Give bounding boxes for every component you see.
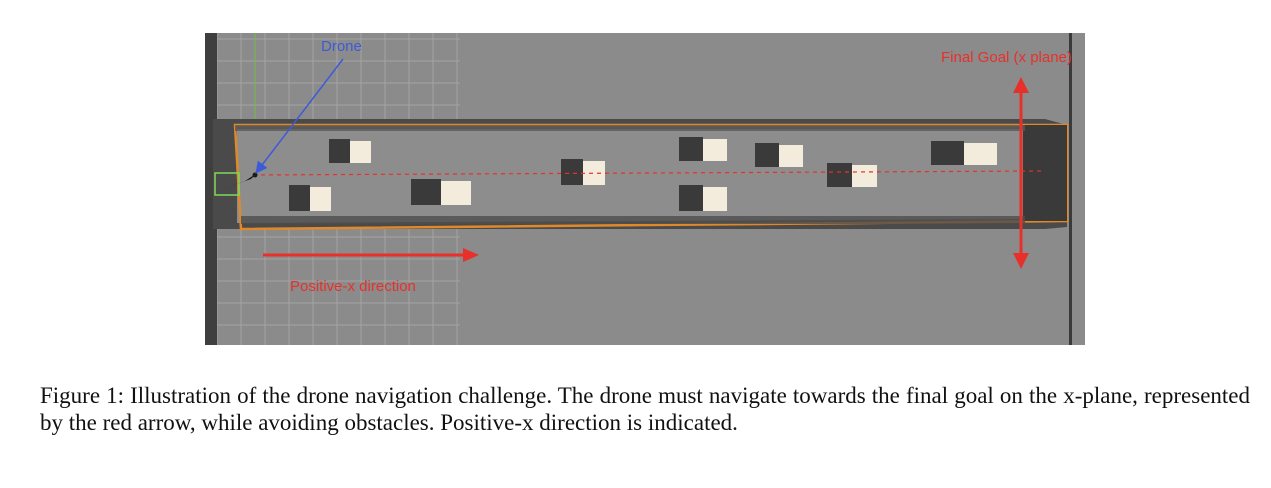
corridor-bottom-wall (241, 216, 1025, 224)
obstacle-shadow (289, 185, 310, 211)
obstacle-shadow (755, 143, 779, 167)
obstacle-box (703, 139, 727, 161)
obstacle-shadow (411, 179, 441, 205)
obstacle-shadow (827, 163, 852, 187)
obstacle-box (964, 143, 997, 165)
obstacle-box (310, 187, 331, 211)
left-edge (205, 33, 217, 345)
final-goal-arrow (1013, 77, 1029, 269)
obstacle-box (703, 187, 727, 211)
obstacle-box (852, 165, 877, 187)
drone-marker (252, 172, 258, 178)
corridor-end-wall (1023, 125, 1067, 221)
right-edge-line (1069, 33, 1072, 345)
obstacle-box (441, 181, 471, 205)
final-goal-label: Final Goal (x plane) (941, 49, 1072, 66)
positive-x-label: Positive-x direction (290, 278, 416, 295)
obstacle-shadow (561, 159, 583, 185)
simulation-scene: Drone Final Goal (x plane) Positive-x di… (205, 33, 1085, 345)
obstacle-shadow (931, 141, 964, 165)
positive-x-arrow (263, 248, 479, 262)
obstacle-shadow (329, 139, 350, 163)
drone-bounding-box (214, 172, 240, 196)
figure-caption: Figure 1: Illustration of the drone navi… (40, 383, 1250, 435)
obstacle-shadow (679, 137, 703, 161)
obstacles (289, 137, 997, 211)
drone-label: Drone (321, 38, 362, 55)
obstacle-box (350, 141, 371, 163)
obstacle-shadow (679, 185, 703, 211)
obstacle-box (779, 145, 803, 167)
obstacle-box (583, 161, 605, 185)
drone-pointer-arrow (255, 58, 344, 174)
figure-image: Drone Final Goal (x plane) Positive-x di… (205, 33, 1085, 345)
corridor-top-wall (235, 125, 1025, 131)
